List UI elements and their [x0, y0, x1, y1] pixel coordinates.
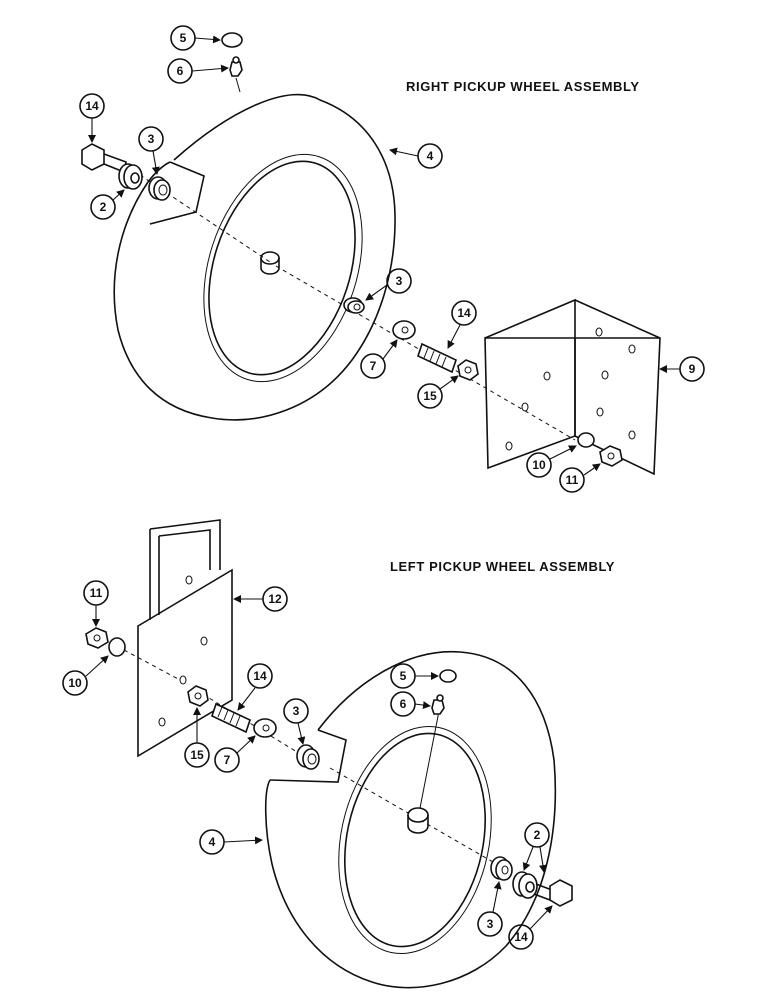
left-callout-6: 6: [390, 691, 431, 717]
left-nut-11: [85, 627, 109, 649]
right-tire: [113, 93, 396, 421]
left-tire: [264, 650, 557, 989]
left-callout-5: 5: [390, 663, 439, 689]
right-pickup-wheel-assembly: 5 6 14 3 4 2 3: [79, 25, 705, 493]
svg-text:4: 4: [427, 149, 434, 163]
svg-text:3: 3: [148, 132, 155, 146]
left-callout-14a: 14: [237, 663, 273, 711]
svg-text:6: 6: [400, 697, 407, 711]
left-grease-fitting: [431, 694, 445, 715]
svg-text:5: 5: [400, 669, 407, 683]
svg-text:5: 5: [180, 31, 187, 45]
left-cap: [439, 669, 457, 683]
svg-text:14: 14: [514, 930, 528, 944]
svg-text:2: 2: [534, 828, 541, 842]
svg-text:12: 12: [268, 592, 282, 606]
left-callout-3a: 3: [283, 698, 309, 745]
right-stud-bolt: [417, 342, 457, 374]
right-spacer-outer: [148, 176, 171, 201]
left-callout-15: 15: [184, 707, 210, 768]
left-pickup-wheel-assembly: 11 12 10 14 3 15 7: [62, 519, 573, 989]
svg-text:10: 10: [532, 458, 546, 472]
left-bolt-right: [533, 879, 573, 907]
left-stud-bolt: [211, 702, 251, 734]
left-callout-2: 2: [522, 822, 550, 873]
right-callout-3b: 3: [365, 268, 412, 301]
right-callout-11: 11: [559, 463, 601, 493]
left-callout-11: 11: [83, 580, 109, 627]
right-callout-6: 6: [167, 58, 229, 84]
right-washer-7: [392, 320, 416, 340]
left-washer-7: [253, 718, 277, 738]
left-bracket: [137, 519, 233, 758]
right-callout-7: 7: [360, 339, 398, 379]
right-washer-10: [577, 432, 595, 448]
svg-text:9: 9: [689, 362, 696, 376]
right-spacer-inner: [343, 297, 365, 314]
svg-text:14: 14: [253, 669, 267, 683]
left-spacer-inner: [490, 856, 513, 881]
svg-text:11: 11: [566, 473, 579, 487]
right-bolt-left: [81, 143, 127, 174]
right-nut-11: [599, 445, 623, 467]
right-callout-15: 15: [417, 375, 459, 409]
left-callout-14b: 14: [508, 905, 553, 950]
svg-text:10: 10: [68, 676, 82, 690]
svg-text:14: 14: [85, 99, 99, 113]
svg-text:4: 4: [209, 835, 216, 849]
svg-text:14: 14: [457, 306, 471, 320]
svg-text:3: 3: [293, 704, 300, 718]
right-callout-3a: 3: [138, 126, 164, 175]
left-bearing: [512, 871, 538, 899]
svg-text:7: 7: [224, 753, 231, 767]
svg-text:11: 11: [90, 586, 103, 600]
svg-text:3: 3: [487, 917, 494, 931]
right-callout-10: 10: [526, 445, 577, 478]
svg-text:15: 15: [423, 389, 437, 403]
svg-text:7: 7: [370, 359, 377, 373]
svg-text:2: 2: [100, 200, 107, 214]
right-callout-2: 2: [90, 189, 125, 220]
right-callout-4: 4: [389, 143, 443, 169]
left-nut-15: [187, 685, 209, 707]
left-callout-3b: 3: [477, 881, 503, 937]
svg-text:3: 3: [396, 274, 403, 288]
right-callout-14a: 14: [79, 93, 105, 143]
left-callout-7: 7: [214, 735, 256, 773]
left-callout-12: 12: [233, 586, 288, 612]
right-callout-5: 5: [170, 25, 221, 51]
right-cap: [221, 32, 243, 48]
svg-text:6: 6: [177, 64, 184, 78]
right-assembly-title: RIGHT PICKUP WHEEL ASSEMBLY: [406, 79, 640, 94]
right-nut-15: [457, 359, 479, 381]
right-grease-fitting: [229, 56, 243, 93]
right-callout-14b: 14: [447, 300, 477, 349]
right-bracket: [484, 298, 661, 476]
svg-text:15: 15: [190, 748, 204, 762]
right-callout-9: 9: [659, 356, 705, 382]
left-callout-10: 10: [62, 655, 109, 696]
left-washer-10: [108, 637, 126, 657]
left-spacer-outer: [296, 744, 320, 770]
left-assembly-title: LEFT PICKUP WHEEL ASSEMBLY: [390, 559, 616, 574]
left-callout-4: 4: [199, 829, 263, 855]
right-bearing: [118, 163, 143, 190]
